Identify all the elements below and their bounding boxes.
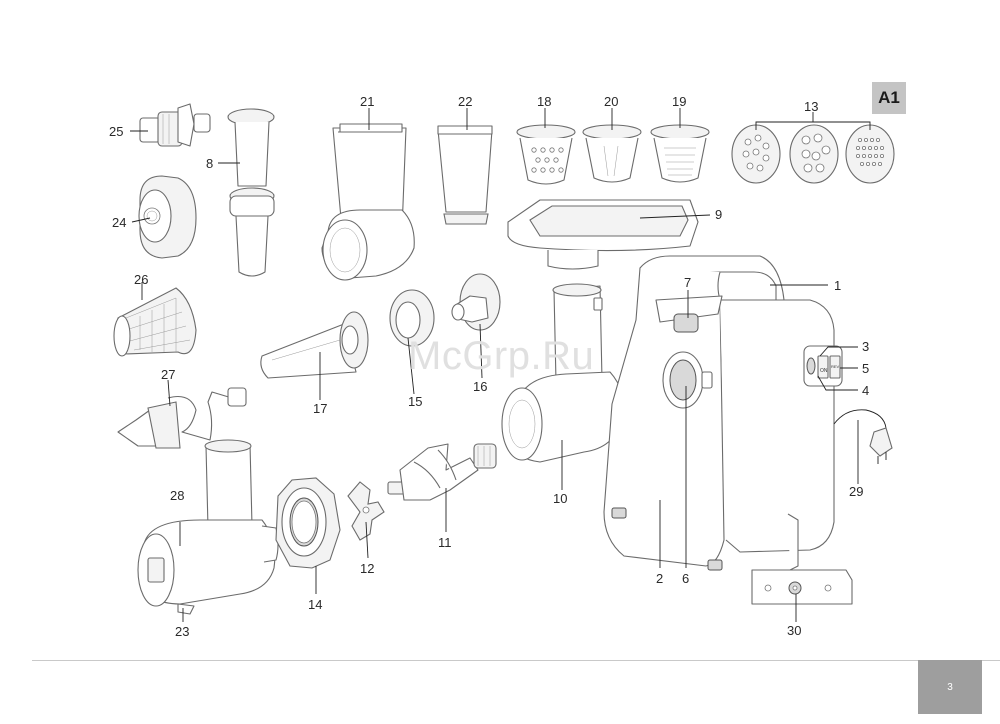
callout-23: 23 (175, 624, 189, 639)
callout-labels: 25 8 24 21 22 18 20 19 13 9 26 27 17 15 … (109, 94, 869, 639)
part-17-sausage-nozzle (260, 311, 369, 379)
part-30-base-detail (751, 569, 853, 605)
part-24-ring-nut (138, 175, 197, 259)
callout-10: 10 (553, 491, 567, 506)
callout-5: 5 (862, 361, 869, 376)
callout-26: 26 (134, 272, 148, 287)
part-14-ring-nut (275, 477, 341, 569)
part-27-juicer-auger (117, 387, 247, 449)
part-21-grater-housing (321, 123, 415, 281)
part-18-drum-grater (516, 124, 576, 185)
part-20-drum-slicer (582, 124, 642, 183)
panel-rev-text: REV (831, 364, 840, 369)
panel-on-text: ON (820, 368, 828, 374)
part-9-tray (507, 199, 699, 270)
callout-29: 29 (849, 484, 863, 499)
callout-7: 7 (684, 275, 691, 290)
callout-28: 28 (170, 488, 184, 503)
callout-24: 24 (112, 215, 126, 230)
callout-12: 12 (360, 561, 374, 576)
callout-13: 13 (804, 99, 818, 114)
callout-2: 2 (656, 571, 663, 586)
callout-18: 18 (537, 94, 551, 109)
callout-21: 21 (360, 94, 374, 109)
part-1-motor-body: ON REV (603, 255, 843, 571)
part-25-adapter (139, 103, 211, 147)
callout-16: 16 (473, 379, 487, 394)
callout-20: 20 (604, 94, 618, 109)
callout-17: 17 (313, 401, 327, 416)
callout-3: 3 (862, 339, 869, 354)
callout-27: 27 (161, 367, 175, 382)
callout-30: 30 (787, 623, 801, 638)
part-26-juicer-strainer (113, 287, 197, 357)
callout-6: 6 (682, 571, 689, 586)
footer-divider (32, 660, 1000, 661)
callout-11: 11 (438, 535, 452, 550)
part-29-power-cord (833, 409, 893, 464)
leader-lines (130, 108, 871, 622)
callout-14: 14 (308, 597, 322, 612)
part-15-separator (389, 289, 435, 347)
part-12-cutting-blade (347, 481, 385, 541)
callout-15: 15 (408, 394, 422, 409)
part-11-auger (387, 443, 497, 501)
callout-22: 22 (458, 94, 472, 109)
callout-4: 4 (862, 383, 869, 398)
callout-19: 19 (672, 94, 686, 109)
section-label-badge: A1 (872, 82, 906, 114)
callout-8: 8 (206, 156, 213, 171)
callout-1: 1 (834, 278, 841, 293)
part-8-pusher (227, 108, 275, 277)
part-19-drum-fine (650, 124, 710, 183)
part-16-kebbe-attachment (451, 273, 501, 331)
part-28-housing (137, 439, 279, 615)
part-22-feeder-tube (437, 125, 493, 225)
part-10-grinder-head (501, 283, 625, 463)
callout-25: 25 (109, 124, 123, 139)
page-number-tab: 3 (918, 660, 982, 714)
callout-9: 9 (715, 207, 722, 222)
part-13-cutting-plates (731, 124, 895, 184)
